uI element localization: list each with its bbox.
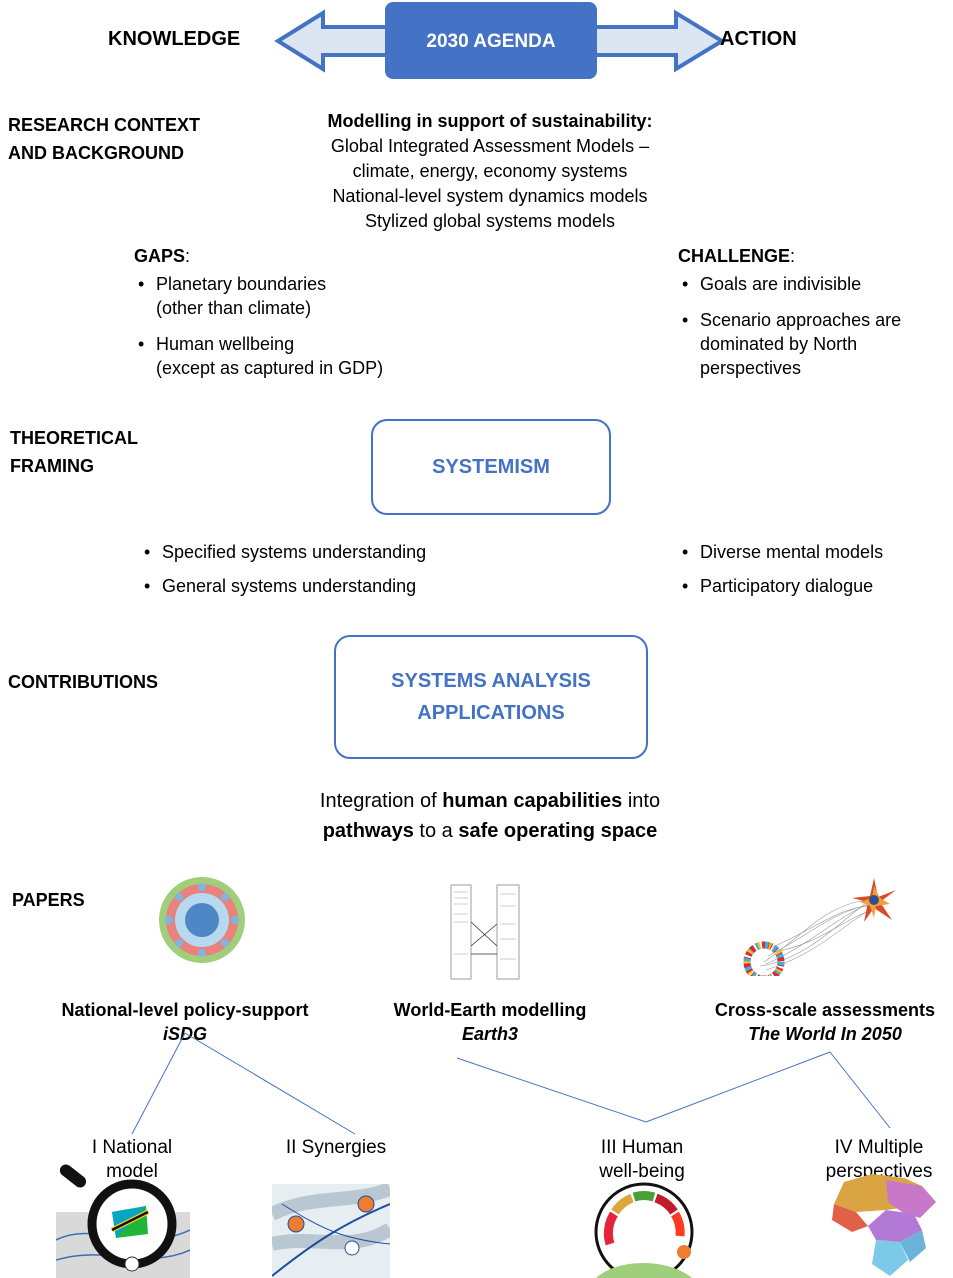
challenge-list: Goals are indivisible Scenario approache…: [676, 272, 946, 392]
systems-understanding-list: Specified systems understanding General …: [138, 540, 498, 610]
theoretical-framing-heading: THEORETICAL FRAMING: [10, 428, 138, 476]
agenda-label: 2030 AGENDA: [426, 31, 556, 52]
list-item: Participatory dialogue: [676, 574, 946, 598]
list-item: Diverse mental models: [676, 540, 946, 564]
systemism-box: SYSTEMISM: [371, 419, 611, 515]
synergies-thumbnail: [272, 1184, 390, 1278]
list-item: Planetary boundaries(other than climate): [132, 272, 432, 320]
contributions-heading: CONTRIBUTIONS: [8, 672, 158, 692]
list-item: General systems understanding: [138, 574, 498, 598]
connector-line: [184, 1032, 356, 1135]
challenge-heading: CHALLENGE:: [678, 246, 796, 266]
modelling-line: National-level system dynamics models: [332, 186, 648, 206]
action-label: ACTION: [720, 28, 797, 50]
modelling-block: Modelling in support of sustainability: …: [280, 109, 700, 234]
mental-models-list: Diverse mental models Participatory dial…: [676, 540, 946, 610]
earth3-diagram-illustration: [450, 884, 520, 980]
integration-statement: Integration of human capabilities into p…: [319, 790, 661, 842]
systems-analysis-box: SYSTEMS ANALYSIS APPLICATIONS: [334, 635, 648, 759]
human-wellbeing-thumbnail: [594, 1182, 694, 1278]
list-item: Goals are indivisible: [676, 272, 946, 296]
connector-line: [456, 1057, 647, 1123]
paper-connector-lines: [131, 1032, 891, 1135]
magnifier-icon: [59, 1164, 177, 1272]
agenda-box: [385, 2, 597, 79]
world-in-2050-illustration: [743, 878, 896, 976]
modelling-line: Stylized global systems models: [364, 211, 616, 231]
africa-map-thumbnail: [832, 1174, 936, 1276]
systems-analysis-line: APPLICATIONS: [417, 702, 565, 724]
connector-line: [829, 1051, 891, 1129]
modelling-title: Modelling in support of sustainability:: [327, 111, 653, 131]
connector-line: [645, 1051, 831, 1123]
paper-item-2: II Synergies: [285, 1137, 387, 1158]
national-model-thumbnail: [56, 1164, 190, 1278]
list-item: Specified systems understanding: [138, 540, 498, 564]
systemism-label: SYSTEMISM: [432, 456, 550, 478]
knowledge-label: KNOWLEDGE: [108, 28, 241, 50]
connector-line: [131, 1032, 186, 1135]
papers-heading: PAPERS: [12, 890, 85, 910]
modelling-line: Global Integrated Assessment Models –: [330, 136, 650, 156]
header-arrow-graphic: [274, 2, 726, 79]
gaps-heading: GAPS:: [134, 246, 191, 266]
modelling-line: climate, energy, economy systems: [352, 161, 628, 181]
gaps-list: Planetary boundaries(other than climate)…: [132, 272, 432, 392]
isdg-wheel-illustration: [159, 877, 245, 963]
research-context-heading: RESEARCH CONTEXT AND BACKGROUND: [8, 115, 201, 163]
list-item: Human wellbeing(except as captured in GD…: [132, 332, 432, 380]
systems-analysis-line: SYSTEMS ANALYSIS: [391, 670, 591, 692]
